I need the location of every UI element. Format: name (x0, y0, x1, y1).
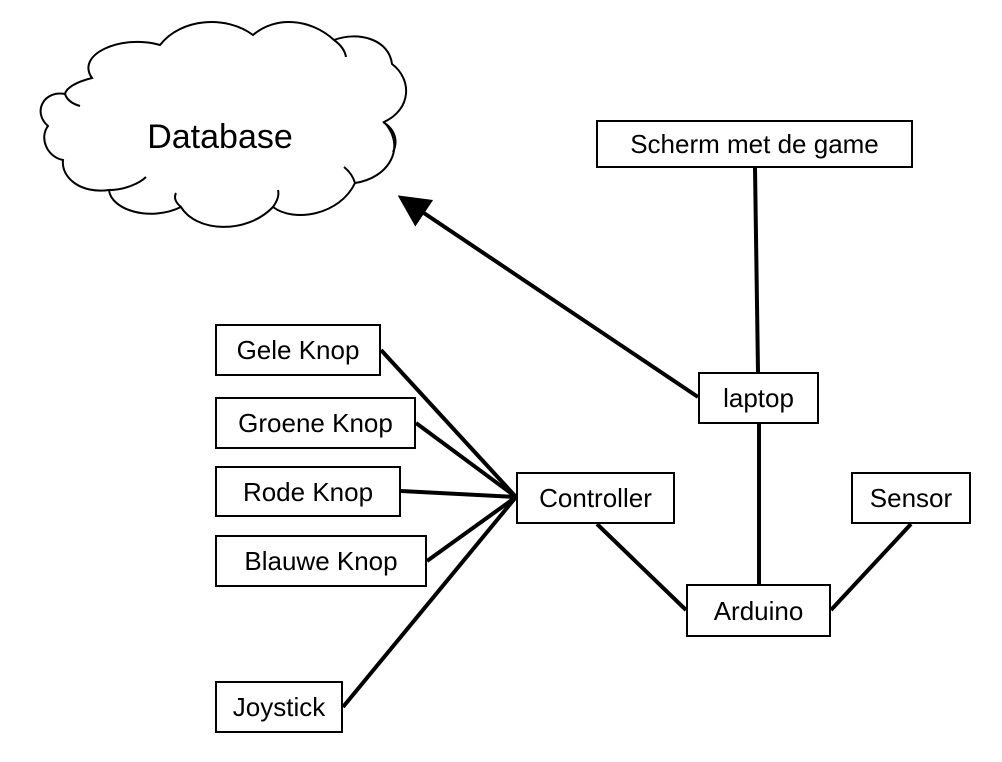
node-rode-knop: Rode Knop (215, 466, 401, 517)
node-gele-knop: Gele Knop (215, 324, 381, 376)
cloud-bump-detail-2 (108, 176, 147, 191)
node-laptop: laptop (698, 372, 819, 424)
database-cloud-shape (39, 21, 407, 228)
connector-groene-controller (414, 421, 518, 499)
node-joystick: Joystick (215, 681, 343, 733)
node-sensor: Sensor (851, 472, 971, 524)
node-scherm-met-de-game: Scherm met de game (596, 120, 913, 168)
connector-rode-controller (400, 489, 517, 499)
database-label: Database (147, 118, 293, 156)
cloud-bump-detail-3 (174, 192, 182, 208)
cloud-bump-detail-1 (382, 121, 397, 153)
cloud-bump-detail-5 (343, 166, 356, 184)
cloud-bump-detail-7 (64, 93, 81, 107)
connector-blauwe-controller (425, 495, 518, 563)
cloud-bump-detail-4 (272, 189, 280, 208)
connector-scherm-laptop (753, 167, 760, 373)
connector-gele-controller (379, 348, 518, 499)
node-groene-knop: Groene Knop (215, 397, 416, 449)
connector-laptop-database (397, 195, 700, 399)
connector-joystick-controller (341, 495, 518, 709)
connector-sensor-arduino (829, 522, 913, 612)
connector-controller-arduino (595, 522, 688, 612)
cloud-bump-detail-6 (333, 39, 347, 58)
node-blauwe-knop: Blauwe Knop (215, 535, 427, 587)
node-controller: Controller (516, 472, 675, 524)
node-arduino: Arduino (686, 584, 831, 637)
